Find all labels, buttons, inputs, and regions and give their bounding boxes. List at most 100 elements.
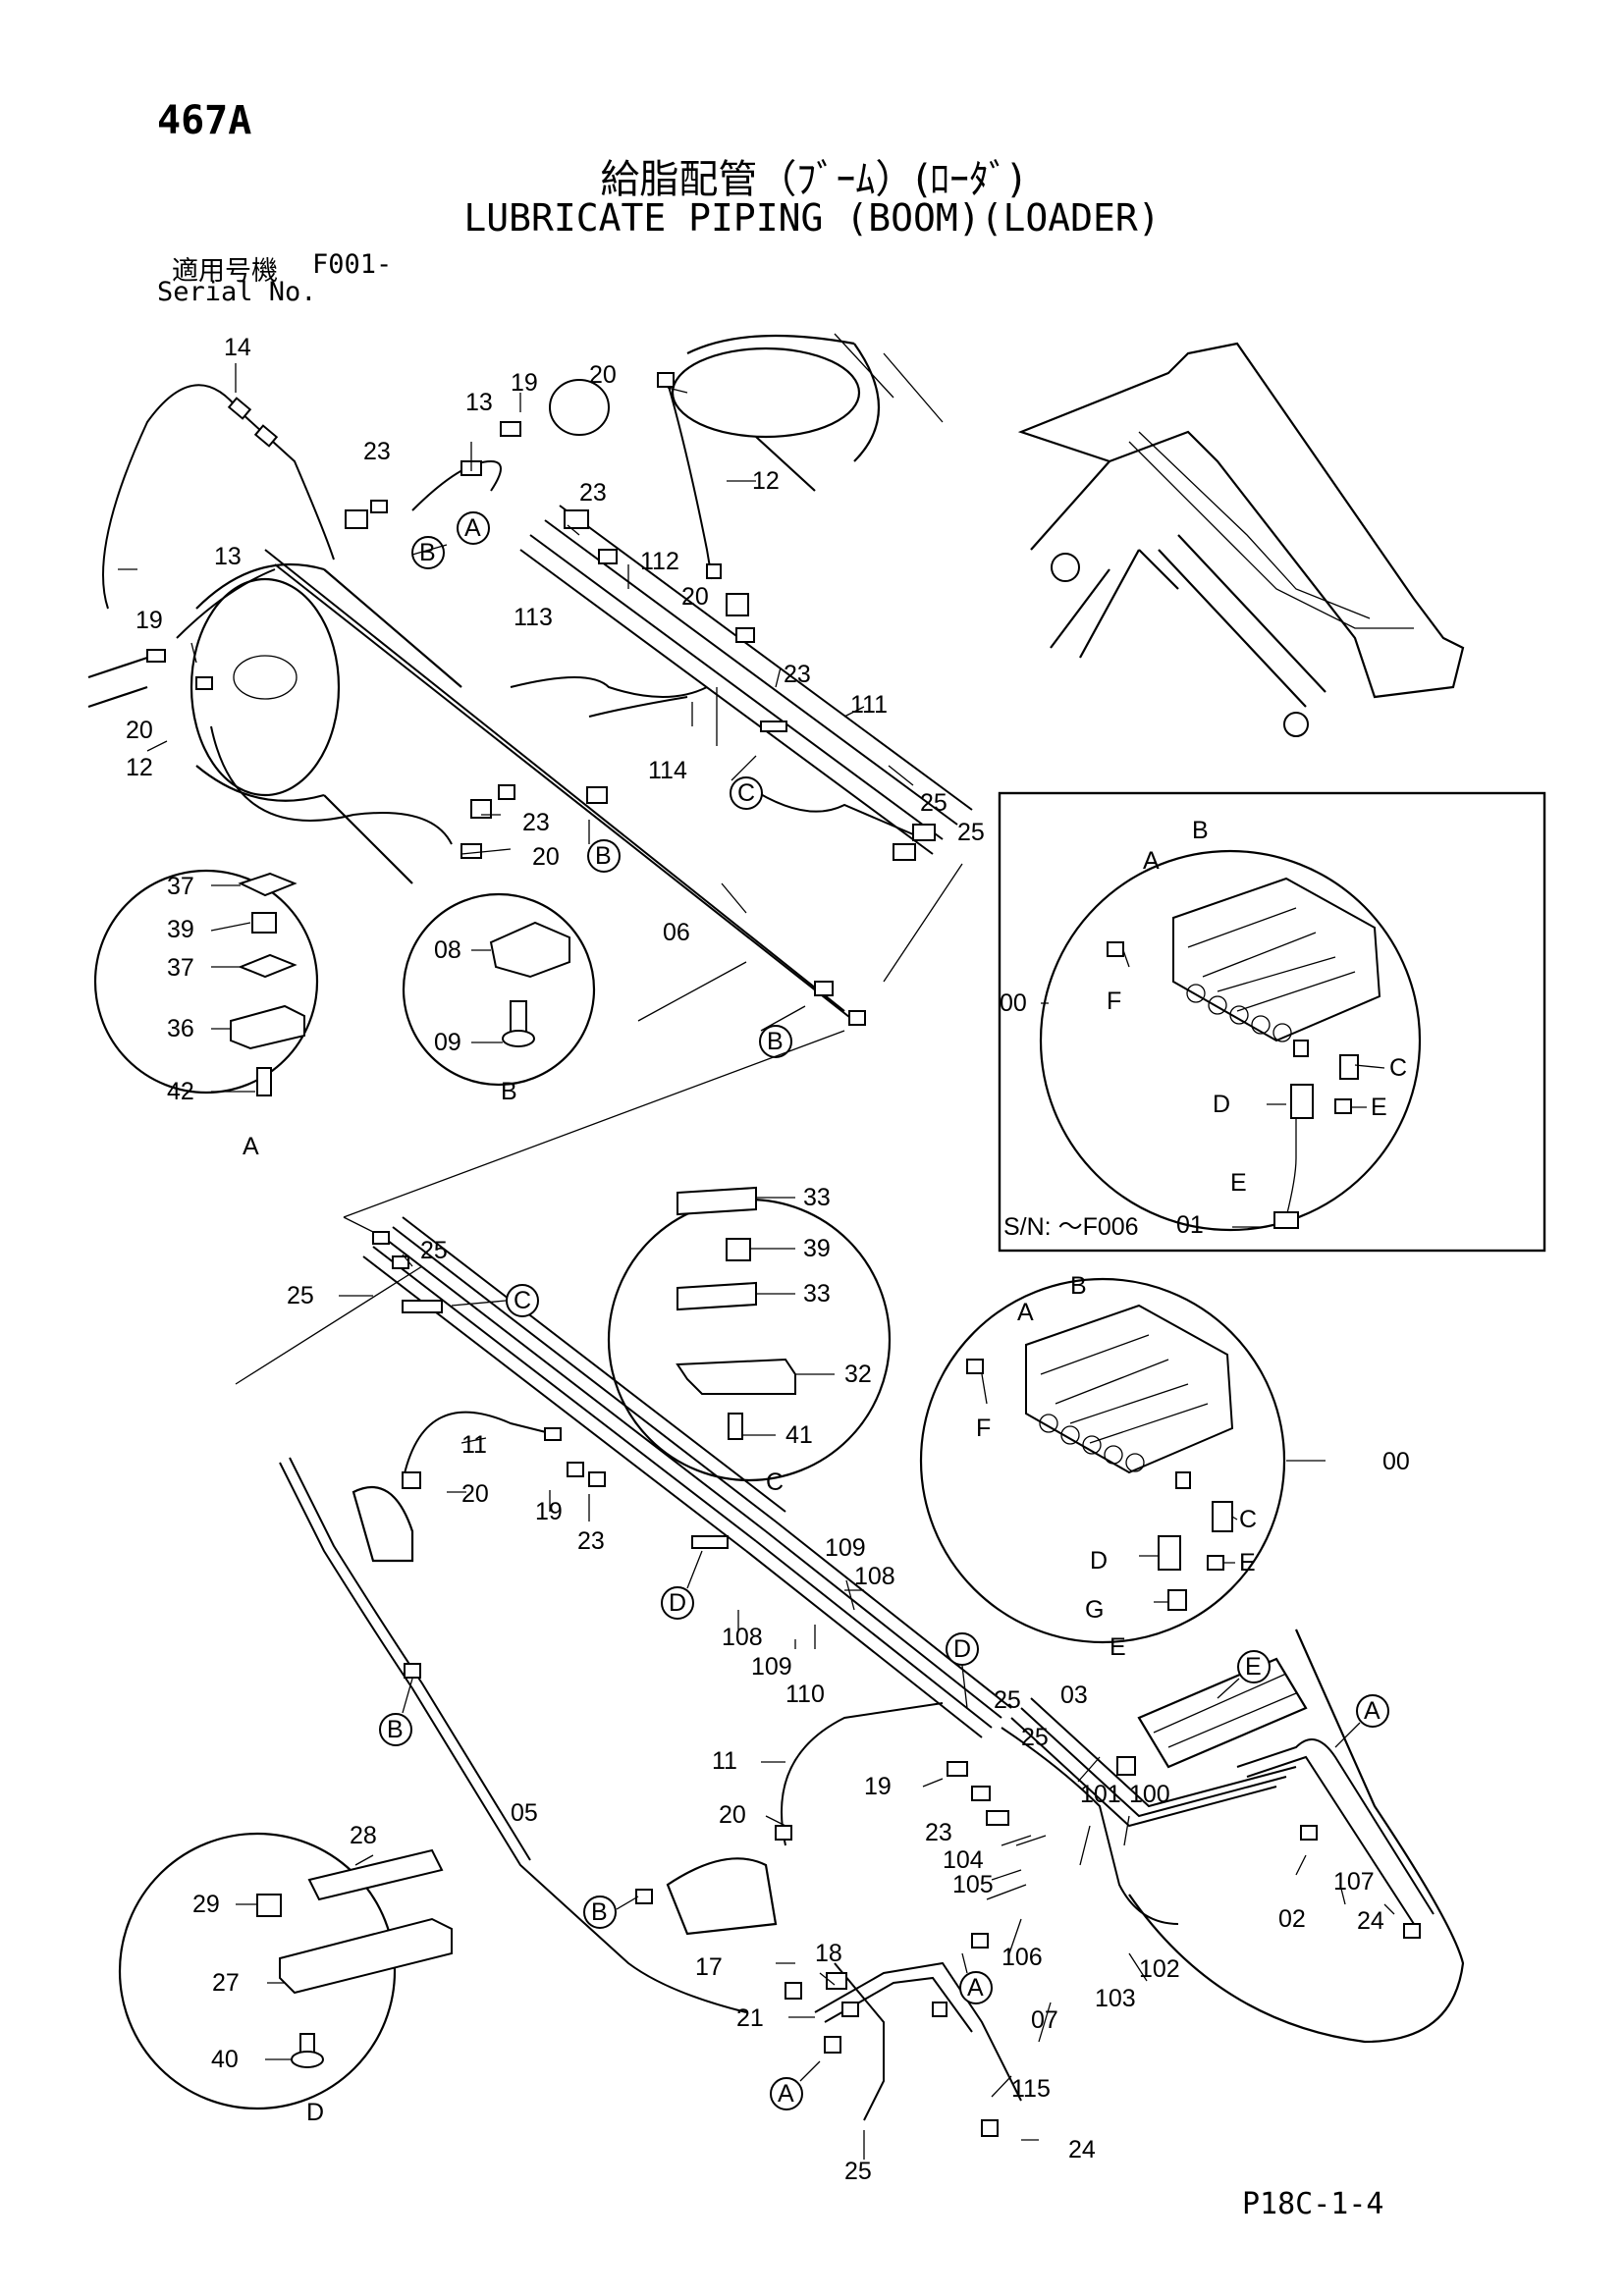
- svg-text:C: C: [1239, 1506, 1257, 1533]
- footer-code: P18C-1-4: [1242, 2187, 1384, 2221]
- svg-text:25: 25: [844, 2158, 872, 2185]
- serial-value: F001-: [312, 249, 393, 280]
- machine-overview: [1017, 342, 1465, 737]
- svg-text:13: 13: [214, 543, 242, 570]
- svg-text:104: 104: [943, 1846, 984, 1874]
- svg-text:36: 36: [167, 1015, 194, 1042]
- view-markers-middle: C D D B B: [379, 1284, 979, 1929]
- pipe-25-lower: [834, 1962, 885, 2121]
- svg-text:09: 09: [434, 1029, 461, 1056]
- svg-text:25: 25: [1021, 1724, 1049, 1751]
- svg-text:06: 06: [663, 919, 690, 946]
- svg-text:41: 41: [785, 1421, 813, 1449]
- boom-outline: [1017, 342, 1465, 699]
- svg-text:B: B: [1192, 817, 1209, 844]
- svg-text:E: E: [1371, 1094, 1387, 1121]
- svg-text:20: 20: [126, 717, 153, 744]
- svg-text:105: 105: [952, 1871, 994, 1898]
- svg-text:11: 11: [712, 1747, 737, 1775]
- svg-text:107: 107: [1333, 1868, 1375, 1896]
- lower-boom-section: 05 25 03 25 11 19 101 100 20 23 104 105 …: [511, 1629, 1465, 2185]
- detail-a: 37 39 37 36 42 A: [93, 869, 319, 1160]
- arm-foot-outline: [1128, 1629, 1465, 2044]
- serial-label-japanese: 適用号機: [172, 256, 278, 287]
- boom-foot-outline: [195, 562, 462, 884]
- hose-13-right: [411, 459, 502, 511]
- svg-text:101: 101: [1080, 1781, 1121, 1808]
- svg-text:19: 19: [511, 369, 538, 397]
- detail-e: A B 00 F C D E G E: [919, 1272, 1410, 1661]
- svg-text:19: 19: [535, 1498, 563, 1525]
- svg-text:19: 19: [135, 607, 163, 634]
- boom-foot-boss-left: [189, 577, 341, 797]
- upper-boom-section: 14 19 13 23 20 12 13 19 23 112 113 20 23…: [87, 333, 985, 1385]
- svg-text:B: B: [501, 1078, 517, 1105]
- svg-text:12: 12: [752, 467, 780, 495]
- svg-text:E: E: [1245, 1653, 1262, 1681]
- svg-text:17: 17: [695, 1953, 723, 1981]
- svg-text:B: B: [591, 1898, 608, 1926]
- grease-manifold: [1137, 1657, 1308, 1769]
- hose-13-left: [176, 568, 276, 639]
- svg-text:33: 33: [803, 1184, 831, 1211]
- svg-text:E: E: [1230, 1169, 1247, 1197]
- boom-pin-left: [87, 656, 148, 709]
- middle-callouts: 25 25 11 20 19 23 109 108 108 109 110: [287, 1237, 895, 1708]
- svg-text:A: A: [778, 2080, 794, 2108]
- svg-text:08: 08: [434, 936, 461, 964]
- svg-text:20: 20: [681, 583, 709, 611]
- svg-text:20: 20: [532, 843, 560, 871]
- svg-text:40: 40: [211, 2046, 239, 2073]
- svg-text:109: 109: [751, 1653, 792, 1681]
- svg-text:A: A: [967, 1974, 984, 2002]
- svg-text:D: D: [1213, 1091, 1230, 1118]
- page-number: 467A: [157, 98, 252, 143]
- svg-text:112: 112: [640, 548, 679, 575]
- svg-text:23: 23: [363, 438, 391, 465]
- fittings-lower: [775, 1756, 1421, 2137]
- svg-text:20: 20: [719, 1801, 746, 1829]
- svg-text:29: 29: [192, 1891, 220, 1918]
- svg-text:25: 25: [420, 1237, 448, 1264]
- svg-text:103: 103: [1095, 1985, 1136, 2012]
- svg-text:108: 108: [722, 1624, 763, 1651]
- svg-text:113: 113: [514, 604, 553, 631]
- svg-text:42: 42: [167, 1078, 194, 1105]
- inset-note: S/N: ～F006: [1003, 1213, 1139, 1241]
- grease-fitting-boss: [549, 379, 610, 436]
- svg-text:18: 18: [815, 1940, 842, 1967]
- upper-callouts: 14 19 13 23 20 12 13 19 23 112 113 20 23…: [126, 334, 985, 946]
- svg-text:A: A: [243, 1133, 259, 1160]
- fittings-upper: [146, 372, 936, 1026]
- svg-text:27: 27: [212, 1969, 240, 1997]
- svg-text:33: 33: [803, 1280, 831, 1308]
- svg-text:39: 39: [803, 1235, 831, 1262]
- svg-text:03: 03: [1060, 1682, 1088, 1709]
- svg-text:B: B: [419, 539, 436, 566]
- pipe-bundle-middle: [362, 1216, 786, 1552]
- inset-manifold: [1107, 877, 1381, 1229]
- svg-text:19: 19: [864, 1773, 892, 1800]
- svg-text:20: 20: [589, 361, 617, 389]
- svg-text:11: 11: [461, 1431, 487, 1459]
- svg-text:109: 109: [825, 1534, 866, 1562]
- svg-text:37: 37: [167, 873, 194, 900]
- svg-text:14: 14: [224, 334, 251, 361]
- pipes-108-109-110: [745, 1521, 1012, 1738]
- svg-text:24: 24: [1068, 2136, 1096, 2163]
- svg-text:D: D: [1090, 1547, 1108, 1575]
- svg-text:01: 01: [1176, 1211, 1204, 1239]
- svg-text:20: 20: [461, 1480, 489, 1508]
- svg-text:25: 25: [994, 1686, 1021, 1714]
- svg-text:110: 110: [785, 1681, 825, 1708]
- svg-text:23: 23: [577, 1527, 605, 1555]
- detail-c: 33 39 33 32 41 C: [607, 1184, 892, 1496]
- svg-text:E: E: [1110, 1633, 1126, 1661]
- svg-text:F: F: [1107, 988, 1121, 1015]
- view-markers-upper: A B C B B: [411, 511, 806, 1058]
- fittings-middle: [372, 1231, 729, 1904]
- svg-text:A: A: [1364, 1697, 1380, 1725]
- inset-callouts: A B 00 F C D E E 01: [1000, 817, 1407, 1239]
- svg-text:F: F: [976, 1415, 991, 1442]
- pipe-05: [279, 1462, 747, 2013]
